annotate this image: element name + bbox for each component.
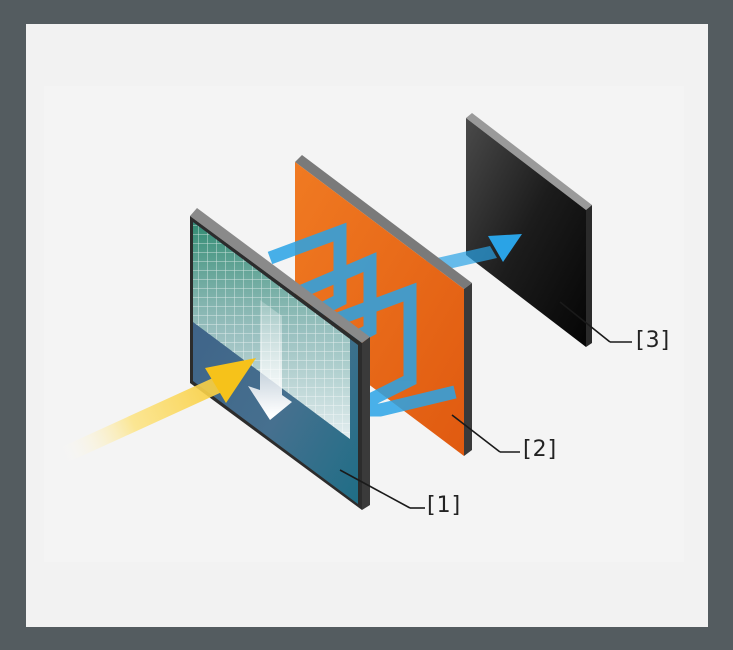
white-down-arrow bbox=[248, 300, 292, 420]
detector-panel bbox=[466, 113, 592, 347]
callout-leaders bbox=[339, 301, 632, 509]
callout-label-2: [2] bbox=[523, 437, 558, 462]
callout-label-3: [3] bbox=[636, 328, 671, 353]
callout-label-1: [1] bbox=[427, 493, 462, 518]
incoming-light-arrow bbox=[55, 358, 256, 465]
